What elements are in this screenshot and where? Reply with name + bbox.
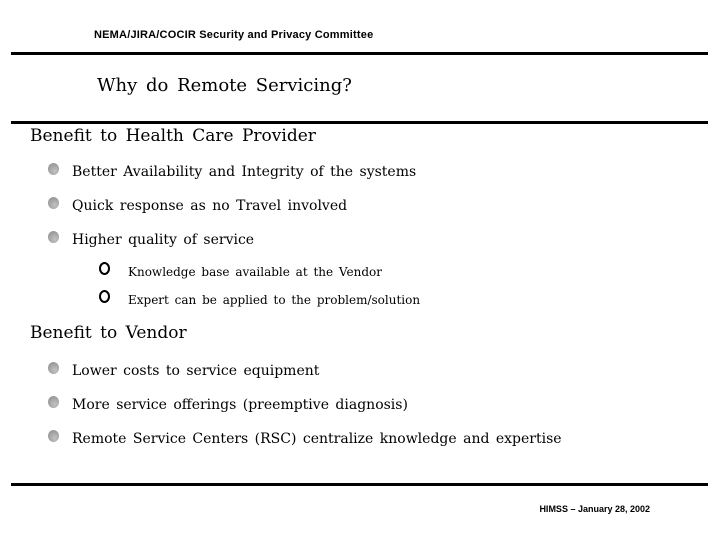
bullet-text: Better Availability and Integrity of the… bbox=[72, 164, 417, 180]
list-item: More service offerings (preemptive diagn… bbox=[48, 394, 408, 413]
section-heading-health-care-provider: Benefit to Health Care Provider bbox=[30, 126, 316, 146]
sub-list-item: Expert can be applied to the problem/sol… bbox=[99, 289, 420, 308]
slide-title: Why do Remote Servicing? bbox=[97, 75, 352, 96]
filled-circle-bullet-icon bbox=[48, 231, 59, 243]
list-item: Quick response as no Travel involved bbox=[48, 195, 347, 214]
section-heading-vendor: Benefit to Vendor bbox=[30, 323, 187, 343]
filled-circle-bullet-icon bbox=[48, 163, 59, 175]
divider-footer bbox=[11, 483, 708, 486]
list-item: Lower costs to service equipment bbox=[48, 360, 319, 379]
open-circle-bullet-icon bbox=[99, 290, 110, 303]
bullet-text: Higher quality of service bbox=[72, 232, 255, 248]
sub-bullet-text: Expert can be applied to the problem/sol… bbox=[128, 293, 421, 307]
filled-circle-bullet-icon bbox=[48, 396, 59, 408]
divider-title bbox=[11, 121, 708, 124]
filled-circle-bullet-icon bbox=[48, 430, 59, 442]
sub-list-item: Knowledge base available at the Vendor bbox=[99, 261, 382, 280]
open-circle-bullet-icon bbox=[99, 262, 110, 275]
list-item: Higher quality of service bbox=[48, 229, 254, 248]
slide-footer-date: HIMSS – January 28, 2002 bbox=[539, 504, 650, 514]
bullet-text: More service offerings (preemptive diagn… bbox=[72, 397, 408, 413]
bullet-text: Quick response as no Travel involved bbox=[72, 198, 348, 214]
bullet-text: Remote Service Centers (RSC) centralize … bbox=[72, 431, 562, 447]
list-item: Remote Service Centers (RSC) centralize … bbox=[48, 428, 562, 447]
bullet-text: Lower costs to service equipment bbox=[72, 363, 320, 379]
filled-circle-bullet-icon bbox=[48, 362, 59, 374]
filled-circle-bullet-icon bbox=[48, 197, 59, 209]
divider-header bbox=[11, 52, 708, 55]
slide-header-committee-name: NEMA/JIRA/COCIR Security and Privacy Com… bbox=[94, 29, 374, 41]
list-item: Better Availability and Integrity of the… bbox=[48, 161, 416, 180]
sub-bullet-text: Knowledge base available at the Vendor bbox=[128, 265, 382, 279]
